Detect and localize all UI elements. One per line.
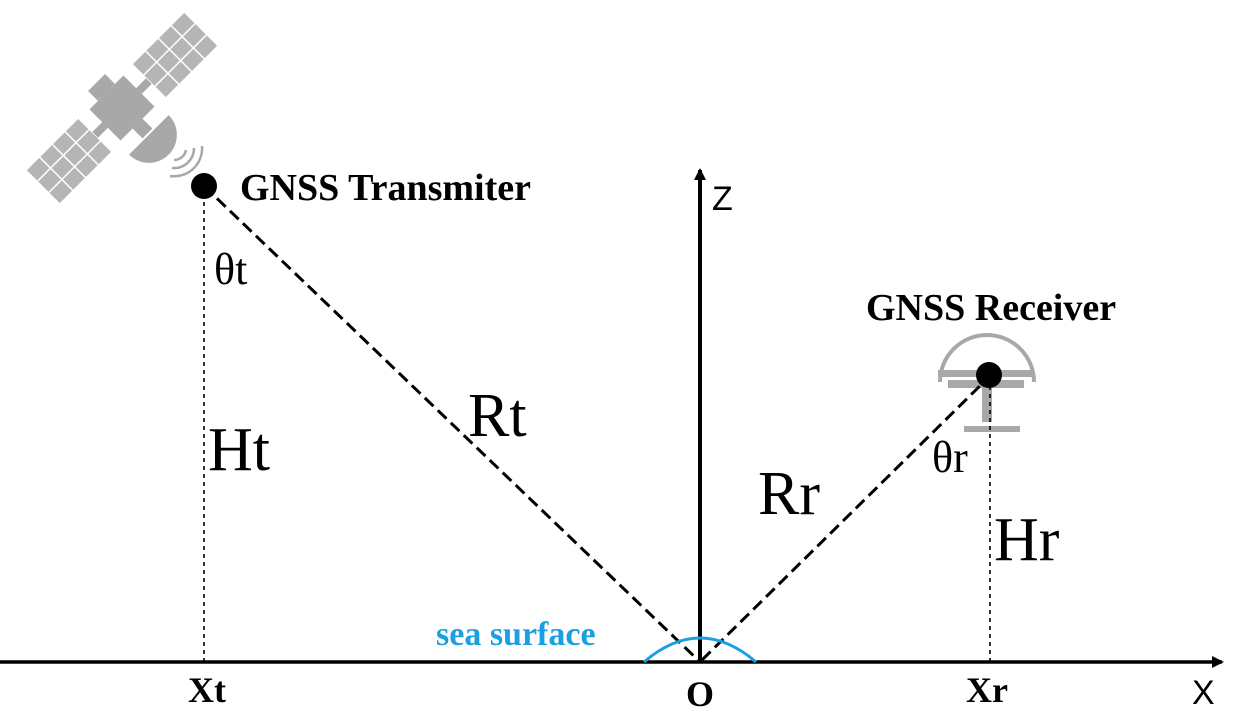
z-axis-label: Z	[712, 180, 733, 218]
origin-label: O	[686, 674, 714, 714]
x-axis-label: X	[1192, 674, 1215, 712]
rt-label: Rt	[468, 382, 527, 450]
sea-surface-label: sea surface	[436, 616, 596, 653]
theta-t-label: θt	[214, 245, 247, 294]
receiver-label: GNSS Receiver	[866, 287, 1116, 329]
signal-waves-icon	[169, 145, 204, 178]
reflected-ray-rr	[700, 376, 990, 662]
sea-surface-arc	[643, 636, 757, 664]
ht-label: Ht	[208, 416, 270, 484]
incident-ray-rt	[202, 184, 700, 662]
satellite-icon	[24, 10, 220, 206]
rr-label: Rr	[758, 460, 820, 528]
hr-label: Hr	[994, 506, 1060, 574]
transmitter-point	[191, 173, 217, 199]
theta-r-label: θr	[932, 433, 968, 482]
receiver-point	[976, 362, 1002, 388]
transmitter-label: GNSS Transmiter	[240, 167, 531, 209]
xr-label: Xr	[966, 670, 1008, 710]
xt-label: Xt	[188, 670, 226, 710]
